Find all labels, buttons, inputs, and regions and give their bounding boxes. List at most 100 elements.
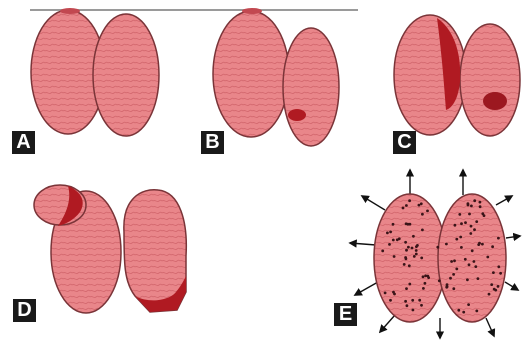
panel-e-dot [404,256,407,259]
panel-e-dot [477,277,480,280]
panel-e-dot [392,223,395,226]
panel-e-dot [411,247,414,250]
panel-e-dot [479,201,482,204]
panel-e-dot [386,232,389,235]
panel-e-dot [460,222,463,225]
panel-e-left-cell [374,194,446,322]
panel-c-right-cell [460,24,520,136]
panel-e-dot [466,278,469,281]
panel-e-dot [406,304,409,307]
panel-b-top-mark [242,8,262,14]
panel-e-dot [422,287,425,290]
panel-e-dot [473,228,476,231]
panel-e-dot [469,232,472,235]
panel-e-arrow [350,243,376,245]
panel-e-dot [412,235,415,238]
panel-e-dot [468,263,471,266]
panel-e-dot [473,260,476,263]
panel-e-dot [479,205,482,208]
panel-e-dot [389,299,392,302]
panel-e-arrow [355,282,378,295]
panel-e-dot [411,299,414,302]
panel-label-a: A [12,131,35,154]
panel-e-dot [415,249,418,252]
panel-d-illustration [34,185,186,313]
panel-e-arrow [486,318,494,336]
panel-e-dot [408,199,411,202]
panel-e-dot [483,214,486,217]
panel-e-dot [481,243,484,246]
panel-e-dot [422,275,425,278]
panel-e-dot [396,238,399,241]
panel-e-dot [405,204,408,207]
panel-e-arrow [380,315,395,332]
panel-e-illustration [350,170,520,338]
panel-e-dot [393,255,396,258]
panel-e-dot [412,309,415,312]
panel-e-arrow [362,196,385,210]
panel-e-dot [418,299,421,302]
panel-e-arrow [505,282,518,290]
panel-e-dot [488,293,491,296]
panel-e-dot [424,274,427,277]
panel-e-dot [408,264,411,267]
panel-a-top-mark [60,8,80,14]
panel-e-dot [403,263,406,266]
panel-e-dot [408,283,411,286]
panel-e-dot [407,246,410,249]
panel-e-dot [471,249,474,252]
panel-a-illustration [31,8,159,136]
panel-e-dot [452,273,455,276]
panel-e-dot [460,246,463,249]
panel-e-dot [420,304,423,307]
panel-e-dot [478,242,481,245]
panel-e-dot [457,309,460,312]
panel-label-b: B [201,131,224,154]
panel-b-lesion [288,109,306,121]
panel-e-dot [445,243,448,246]
panel-e-dot [455,238,458,241]
panel-e-dot [416,244,419,247]
panel-e-dot [421,229,424,232]
panel-e-dot [486,256,489,259]
panel-e-dot [474,265,477,268]
panel-e-dot [467,303,470,306]
panel-e-dot [402,207,405,210]
panel-e-dot [454,224,457,227]
panel-e-dot [420,202,423,205]
panel-e-dot [467,204,470,207]
panel-e-dot [499,272,502,275]
panel-e-dot [497,237,500,240]
panel-e-dot [491,245,494,248]
panel-e-dot [388,243,391,246]
panel-e-dot [407,223,410,226]
panel-e-arrow [496,196,512,205]
panel-e-dot [494,289,497,292]
panel-e-dot [424,282,427,285]
panel-e-dot [446,283,449,286]
panel-e-dot [470,225,473,228]
panel-e-dot [449,277,452,280]
panel-e-dot [473,199,476,202]
panel-e-dot [384,292,387,295]
panel-label-c: C [393,131,416,154]
panel-e-right-cell [438,194,506,322]
panel-label-d: D [13,299,36,322]
panel-e-dot [381,250,384,253]
panel-c-illustration [394,15,520,136]
panel-e-arrow [506,236,520,238]
panel-e-dot [459,236,462,239]
panel-e-dot [420,257,423,260]
panel-e-dot [413,255,416,258]
panel-e-dot [389,231,392,234]
panel-e-dot [421,213,424,216]
panel-e-dot [453,259,456,262]
panel-e-dot [450,260,453,263]
panel-e-dot [464,221,467,224]
panel-e-dot [392,291,395,294]
panel-e-dot [458,213,461,216]
panel-e-dot [497,265,500,268]
panel-e-dot [468,213,471,216]
